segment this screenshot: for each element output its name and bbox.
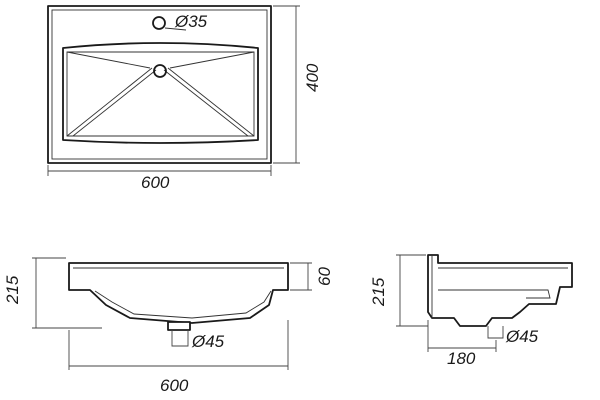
- side-view: 215 Ø45 180: [369, 254, 573, 368]
- drain-hole: [153, 64, 167, 78]
- front-drain-dimension-line: [171, 330, 189, 347]
- front-height-dimension: 215: [3, 275, 22, 305]
- basin-outline-front: [68, 262, 289, 324]
- bowl-inner-line-front: [94, 290, 272, 319]
- depth-dimension: 400: [303, 63, 322, 92]
- rim-height-dimension: 60: [315, 267, 334, 286]
- bowl-slope-line-right-upper: [169, 51, 255, 69]
- side-height-dimension: 215: [369, 277, 388, 307]
- bowl-slope-line-left-upper: [66, 51, 151, 69]
- bowl-slope-line-left-lower: [66, 67, 153, 137]
- drain-outlet-front: [167, 321, 191, 331]
- tap-hole-leader: [164, 27, 187, 31]
- basin-outline-top: [47, 5, 272, 164]
- side-drain-dimension-line: [487, 326, 504, 339]
- front-view: 215 60 Ø45 600: [3, 257, 334, 395]
- bowl-slope-line-right-lower: [167, 67, 255, 137]
- basin-outline-side: [427, 254, 573, 327]
- bowl-outline: [62, 42, 259, 144]
- tap-hole-dimension: Ø35: [174, 12, 208, 31]
- drain-offset-dimension: 180: [447, 349, 476, 368]
- bowl-slope-line-left-lower-2: [72, 69, 157, 137]
- bowl-inner-line-side: [438, 289, 551, 299]
- top-width-dimension: 600: [141, 173, 170, 192]
- side-drain-dimension: Ø45: [505, 327, 539, 346]
- basin-rim-inner-top: [51, 9, 268, 160]
- front-width-dimension: 600: [160, 376, 189, 395]
- bowl-slope-line-right-lower-2: [163, 69, 249, 137]
- tap-hole: [152, 16, 166, 30]
- top-view: Ø35 600 400: [47, 5, 322, 192]
- front-drain-dimension: Ø45: [191, 332, 225, 351]
